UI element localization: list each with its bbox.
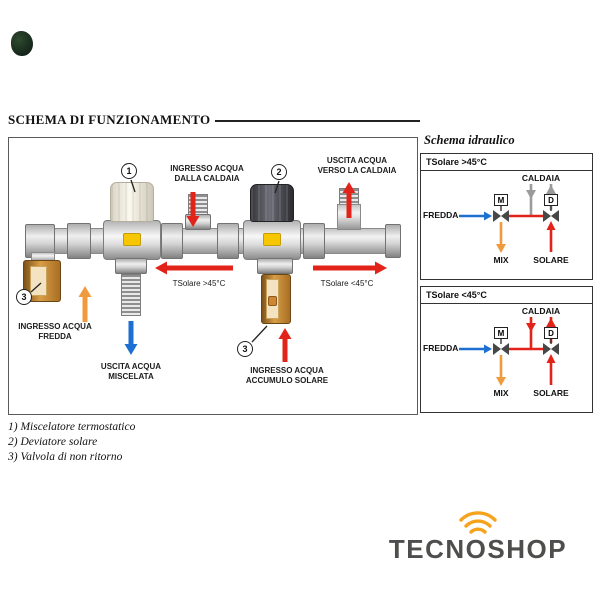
callout-3-check-bottom: 3 [237,341,253,357]
legend: 1) Miscelatore termostatico 2) Deviatore… [8,420,135,465]
hydraulic-scheme-solar-hot: TSolare >45°C [420,153,593,280]
label-inlet-from-boiler: INGRESSO ACQUA DALLA CALDAIA [170,164,244,183]
title-rule [215,119,420,122]
diverter-valve-symbol: D [544,327,558,339]
hydraulic-heading: Schema idraulico [424,133,515,147]
pipe-right-end-plug [385,224,401,258]
flow-arrow-mixed-outlet [124,321,138,355]
page-title: SCHEMA DI FUNZIONAMENTO [8,112,211,127]
diverter-bowtie [543,206,559,222]
mix-arrow [496,355,506,386]
solare-label: SOLARE [533,255,569,265]
diverter-bowtie [543,339,559,355]
solare-arrow [546,354,556,385]
flow-arrow-tsolare-cold [313,261,387,275]
scheme-piping [459,317,559,386]
fredda-label: FREDDA [423,210,459,220]
callout-3-check-left: 3 [16,289,32,305]
flow-arrow-tsolare-hot [155,261,233,275]
mixer-valve-symbol: M [494,194,508,206]
caldaia-label: CALDAIA [521,306,561,316]
functional-diagram: 1 2 3 3 INGRESSO ACQUA DALLA CALDAIA USC… [8,137,418,415]
flow-arrow-boiler-outlet [342,182,356,218]
mixed-outlet-union-nut [115,258,147,274]
title-row: SCHEMA DI FUNZIONAMENTO [8,112,420,128]
label-inlet-cold: INGRESSO ACQUA FREDDA [18,322,92,341]
logo-text: TECNOSHOP [388,534,568,564]
label-tsolare-hot: TSolare >45°C [172,279,226,288]
solar-inlet-union-nut [257,258,293,274]
fredda-label: FREDDA [423,343,459,353]
label-outlet-mixed: USCITA ACQUA MISCELATA [100,362,162,381]
scheme-condition: TSolare <45°C [421,287,592,304]
tecnoshop-logo: TECNOSHOP [378,508,578,565]
flow-arrow-boiler-inlet [186,192,200,227]
mix-arrow [496,222,506,253]
callout-1-mixer: 1 [121,163,137,179]
mixer-bowtie [493,339,509,355]
diverter-cap [250,184,294,222]
union-nut [161,223,183,259]
callout-leader-lines [30,179,280,343]
mixer-valve-symbol: M [494,327,508,339]
legend-item-1: 1) Miscelatore termostatico [8,421,136,433]
mixed-outlet-tail-thread [121,274,141,316]
mix-label: MIX [493,388,509,398]
union-nut [67,223,91,259]
solare-arrow [546,221,556,252]
fredda-arrow [459,211,492,221]
mixer-bowtie [493,206,509,222]
union-nut [303,223,325,259]
diverter-brand-label [263,233,281,246]
solare-label: SOLARE [533,388,569,398]
legend-item-3: 3) Valvola di non ritorno [8,451,123,463]
flow-arrow-cold-inlet [78,286,92,322]
label-inlet-solar: INGRESSO ACQUA ACCUMULO SOLARE [245,366,329,385]
mix-label: MIX [493,255,509,265]
scheme-condition: TSolare >45°C [421,154,592,171]
union-nut [217,223,239,259]
caldaia-label: CALDAIA [521,173,561,183]
diverter-valve-symbol: D [544,194,558,206]
mixer-cap [110,182,154,222]
fredda-arrow [459,344,492,354]
flow-arrows-overlay [30,179,387,362]
flow-arrow-solar-inlet [278,328,292,362]
signal-icon [459,511,497,534]
callout-2-diverter: 2 [271,164,287,180]
label-tsolare-cold: TSolare <45°C [320,279,374,288]
corner-logo [11,31,33,56]
hydraulic-scheme-solar-cold: TSolare <45°C [420,286,593,413]
check-valve-bottom-clapper [268,296,277,306]
legend-item-2: 2) Deviatore solare [8,436,98,448]
label-outlet-to-boiler: USCITA ACQUA VERSO LA CALDAIA [317,156,397,175]
mixer-brand-label [123,233,141,246]
